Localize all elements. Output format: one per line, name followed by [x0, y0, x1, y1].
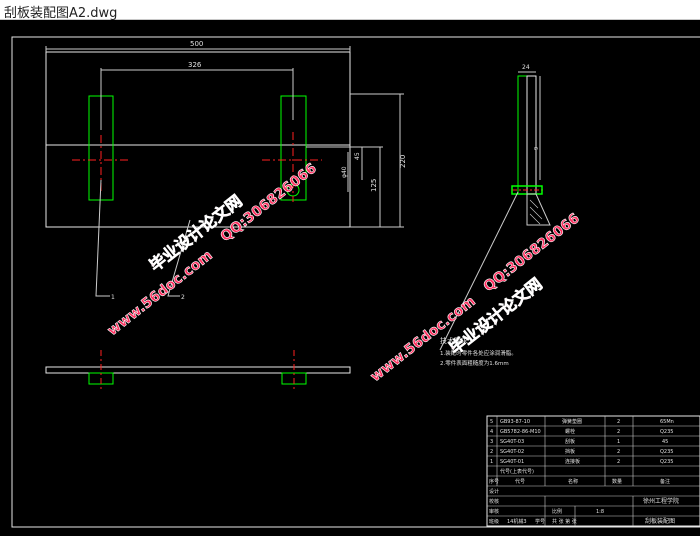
part-name: 弹簧垫圈 — [562, 418, 582, 425]
callout-1: 1 — [111, 294, 115, 301]
label-scale: 比例 — [552, 508, 562, 515]
window-title: 刮板装配图A2.dwg — [4, 6, 118, 21]
side-base — [526, 193, 551, 226]
part-qty: 2 — [617, 449, 620, 455]
side-plate — [526, 75, 537, 195]
scale-value: 1:8 — [596, 509, 604, 515]
part-code: SG40T-02 — [500, 449, 524, 455]
dim-side-small: 9 — [534, 147, 540, 150]
tech-note-1: 1.装配时零件各处应涂润滑脂。 — [440, 349, 517, 357]
header-name: 名称 — [568, 478, 578, 485]
part-no: 4 — [490, 429, 493, 435]
part-qty: 1 — [617, 439, 620, 445]
class-value: 14机械3 — [507, 518, 527, 525]
part-material: 45 — [662, 439, 668, 445]
label-student: 学号 — [535, 518, 545, 525]
part-name: 刮板 — [565, 438, 575, 445]
label-class: 班级 — [489, 518, 499, 525]
part-name: 挡板 — [565, 448, 575, 455]
part-no: 2 — [490, 449, 493, 455]
dim-side-top: 24 — [522, 64, 530, 71]
part-material: Q235 — [660, 459, 673, 465]
title-block: 5 GB93-87-10 弹簧垫圈 2 65Mn 4 GB5782-86-M10… — [486, 415, 700, 527]
part-code: GB5782-86-M10 — [500, 429, 541, 435]
part-no: 5 — [490, 419, 493, 425]
front-view: 500 326 220 125 45 φ40 1 2 — [45, 40, 407, 301]
leader-1 — [95, 179, 110, 297]
header-note: 代号(上表代号) — [500, 468, 534, 475]
watermark-right: www.56doc.com 毕业设计论文网 QQ:306826066 — [367, 210, 583, 385]
tech-notes: 技术要求 1.装配时零件各处应涂润滑脂。 2.零件表面粗糙度为1.6mm — [440, 336, 517, 367]
part-no: 1 — [490, 459, 493, 465]
label-design: 设计 — [489, 488, 499, 495]
watermark-left: www.56doc.com 毕业设计论文网 QQ:306826066 — [104, 160, 320, 339]
sheet-count: 共 张 第 张 — [552, 518, 577, 525]
drawing-name: 刮板装配图 — [645, 517, 675, 525]
part-code: SG40T-01 — [500, 459, 524, 465]
top-view — [45, 350, 351, 392]
part-code: SG40T-03 — [500, 439, 524, 445]
drawing-canvas[interactable]: 500 326 220 125 45 φ40 1 2 24 — [0, 20, 700, 532]
part-qty: 2 — [617, 429, 620, 435]
part-name: 连接板 — [565, 458, 580, 465]
dim-diameter: φ40 — [341, 166, 348, 178]
top-plate — [45, 366, 351, 374]
callout-2: 2 — [181, 294, 185, 301]
part-material: Q235 — [660, 449, 673, 455]
school-name: 徐州工程学院 — [643, 497, 679, 505]
part-qty: 2 — [617, 419, 620, 425]
label-check: 校核 — [489, 498, 499, 505]
header-code: 代号 — [515, 478, 525, 485]
scraper-plate — [45, 51, 351, 228]
tech-notes-heading: 技术要求 — [440, 336, 468, 345]
header-note-col: 备注 — [660, 478, 670, 485]
tech-note-2: 2.零件表面粗糙度为1.6mm — [440, 359, 509, 367]
part-material: 65Mn — [660, 419, 674, 425]
header-qty: 数量 — [612, 478, 622, 485]
part-qty: 2 — [617, 459, 620, 465]
part-no: 3 — [490, 439, 493, 445]
dim-45: 45 — [354, 152, 361, 160]
header-no: 序号 — [489, 478, 499, 485]
side-bracket — [517, 75, 528, 195]
dim-500: 500 — [190, 40, 203, 48]
part-material: Q235 — [660, 429, 673, 435]
part-name: 螺栓 — [565, 428, 575, 435]
leader-side — [439, 191, 519, 351]
cad-drawing[interactable]: 500 326 220 125 45 φ40 1 2 24 — [0, 20, 700, 532]
side-view: 24 9 — [439, 64, 551, 351]
window-titlebar: 刮板装配图A2.dwg — [0, 0, 700, 21]
drawing-frame — [11, 36, 700, 528]
part-code: GB93-87-10 — [500, 419, 530, 425]
leader-2 — [167, 219, 191, 297]
label-audit: 审核 — [489, 508, 499, 515]
dim-125: 125 — [370, 179, 378, 192]
dim-220: 220 — [399, 155, 407, 168]
dim-326: 326 — [188, 61, 202, 69]
